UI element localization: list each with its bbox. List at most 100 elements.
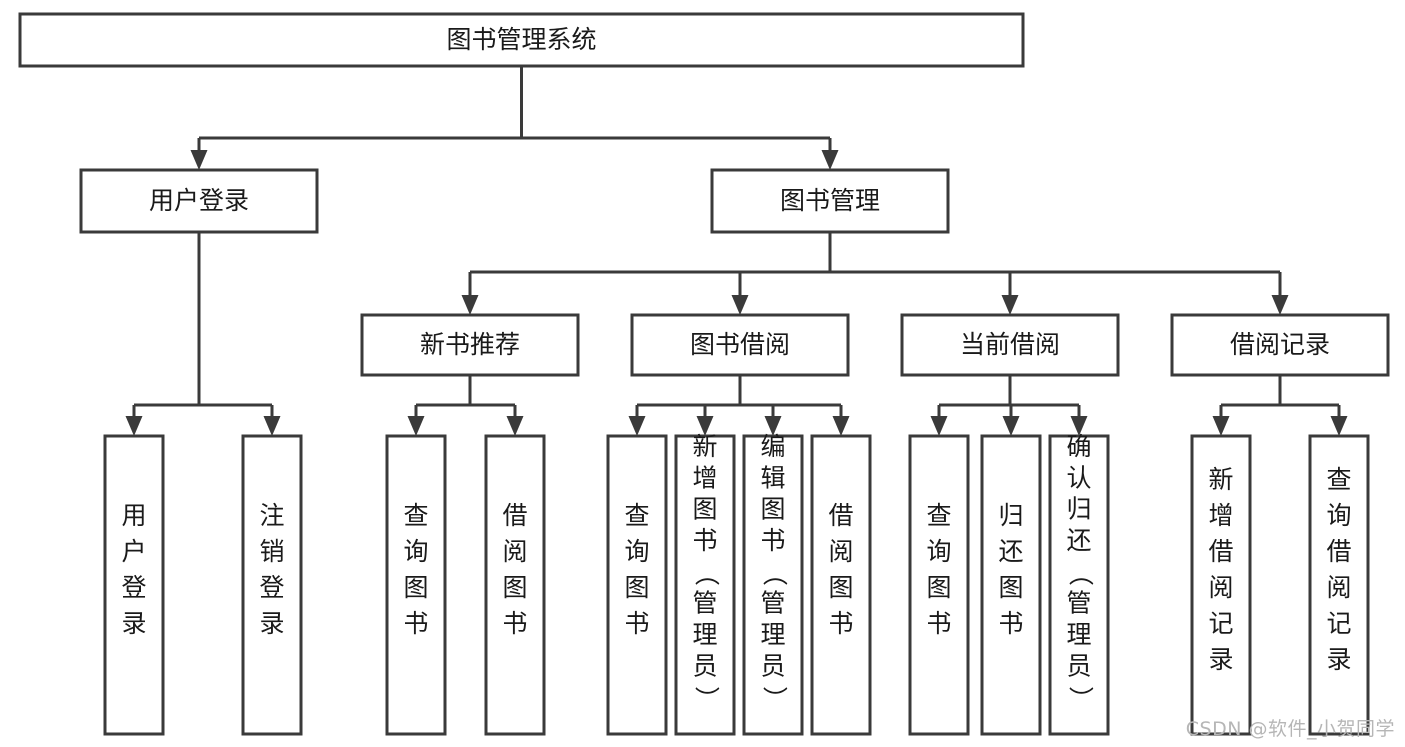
node-box-leaf-query-record xyxy=(1308,434,1370,736)
label-char: （ xyxy=(760,561,789,586)
node-borrow-record[interactable]: 借阅记录 xyxy=(1170,313,1390,377)
label-char: 用 xyxy=(121,501,146,530)
edge-group-root xyxy=(190,66,839,170)
label-char: 询 xyxy=(926,537,951,566)
node-box-user-login xyxy=(79,168,319,234)
label-char: 销 xyxy=(259,537,284,566)
node-box-leaf-query-book-2 xyxy=(606,434,668,736)
label-char: 员 xyxy=(760,651,785,680)
label-char: 编 xyxy=(760,432,785,461)
label-char: （ xyxy=(692,561,721,586)
label-char: 辑 xyxy=(760,463,785,492)
node-label-book-manage: 图书管理 xyxy=(780,186,880,215)
label-char: 归 xyxy=(998,501,1023,530)
node-user-login[interactable]: 用户登录 xyxy=(79,168,319,234)
node-box-new-book-rec xyxy=(360,313,580,377)
node-label-root: 图书管理系统 xyxy=(446,25,596,54)
edge-group-new-book-rec xyxy=(407,375,524,436)
edge-group-borrow-record xyxy=(1212,375,1348,436)
node-box-book-borrow xyxy=(630,313,850,377)
label-char: 归 xyxy=(1066,495,1091,524)
edge-group-book-borrow xyxy=(628,375,850,436)
label-char: 书 xyxy=(624,609,649,638)
node-current-borrow[interactable]: 当前借阅 xyxy=(900,313,1120,377)
node-root[interactable]: 图书管理系统 xyxy=(18,12,1025,68)
label-char: 书 xyxy=(760,526,785,555)
label-char: 员 xyxy=(1066,651,1091,680)
node-box-book-manage xyxy=(710,168,950,234)
label-char: 图 xyxy=(828,573,853,602)
node-label-user-login: 用户登录 xyxy=(149,186,249,215)
edge-group-current-borrow xyxy=(930,375,1088,436)
node-label-book-borrow: 图书借阅 xyxy=(690,330,790,359)
node-box-leaf-query-book-1 xyxy=(385,434,447,736)
label-char: 管 xyxy=(1066,589,1091,618)
label-char: 录 xyxy=(259,609,284,638)
label-char: 图 xyxy=(502,573,527,602)
edge-group-user-login xyxy=(125,232,281,436)
node-box-borrow-record xyxy=(1170,313,1390,377)
label-char: 理 xyxy=(760,620,785,649)
node-box-leaf-query-book-3 xyxy=(908,434,970,736)
label-char: （ xyxy=(1066,561,1095,586)
node-box-leaf-confirm-return xyxy=(1048,434,1110,736)
node-label-borrow-record: 借阅记录 xyxy=(1230,330,1330,359)
node-box-leaf-edit-book xyxy=(742,434,804,736)
label-char: ） xyxy=(760,686,789,711)
label-char: 记 xyxy=(1326,609,1351,638)
node-label-current-borrow: 当前借阅 xyxy=(960,330,1060,359)
label-char: 录 xyxy=(1326,645,1351,674)
node-box-leaf-borrow-book-1 xyxy=(484,434,546,736)
node-book-borrow[interactable]: 图书借阅 xyxy=(630,313,850,377)
label-char: 录 xyxy=(121,609,146,638)
label-char: 还 xyxy=(998,537,1023,566)
label-char: 理 xyxy=(1066,620,1091,649)
label-char: 书 xyxy=(502,609,527,638)
label-char: 借 xyxy=(502,501,527,530)
label-char: 还 xyxy=(1066,526,1091,555)
label-char: 登 xyxy=(259,573,284,602)
node-box-leaf-add-book xyxy=(674,434,736,736)
label-char: 书 xyxy=(692,526,717,555)
node-new-book-rec[interactable]: 新书推荐 xyxy=(360,313,580,377)
label-char: 询 xyxy=(1326,501,1351,530)
node-box-leaf-logout xyxy=(241,434,303,736)
edge-group-book-manage xyxy=(461,232,1289,315)
edges-layer xyxy=(125,66,1348,436)
nodes-layer: 图书管理系统用户登录图书管理新书推荐图书借阅当前借阅借阅记录用户登录注销登录查询… xyxy=(18,12,1390,736)
node-label-new-book-rec: 新书推荐 xyxy=(420,330,520,359)
label-char: 阅 xyxy=(828,537,853,566)
node-box-leaf-user-login xyxy=(103,434,165,736)
label-char: 书 xyxy=(998,609,1023,638)
node-box-root xyxy=(18,12,1025,68)
node-leaf-user-login[interactable]: 用户登录 xyxy=(103,434,165,736)
node-box-leaf-add-record xyxy=(1190,434,1252,736)
label-char: 增 xyxy=(692,463,717,492)
label-char: 认 xyxy=(1066,463,1091,492)
label-char: 查 xyxy=(403,501,428,530)
label-char: 图 xyxy=(926,573,951,602)
node-book-manage[interactable]: 图书管理 xyxy=(710,168,950,234)
